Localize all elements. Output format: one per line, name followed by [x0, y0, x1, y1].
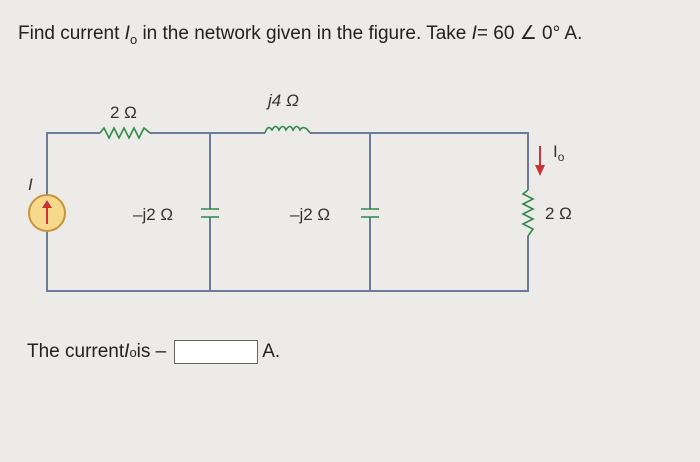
c2-label: –j2 Ω	[290, 205, 330, 224]
capacitor-2	[361, 208, 379, 218]
resistor-2ohm-top	[99, 126, 151, 140]
io-label: Io	[553, 142, 565, 164]
resistor-2ohm-right	[521, 189, 535, 237]
wires	[46, 132, 529, 292]
r2-label: 2 Ω	[545, 204, 572, 223]
inductor-label: j4 Ω	[266, 91, 299, 110]
c1-label: –j2 Ω	[133, 205, 173, 224]
current-arrow-io	[535, 146, 545, 176]
capacitor-1	[201, 208, 219, 218]
r1-label: 2 Ω	[110, 103, 137, 122]
answer-input[interactable]	[174, 340, 259, 364]
source-label: I	[28, 175, 33, 194]
question-text: Find current Io in the network given in …	[18, 23, 583, 47]
current-source	[28, 194, 66, 232]
inductor-j4	[264, 125, 311, 134]
